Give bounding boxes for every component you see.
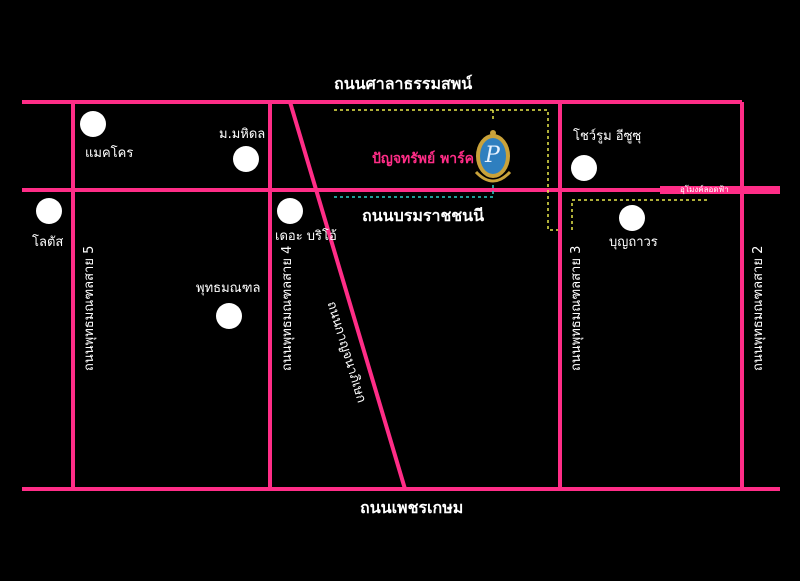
lotus-marker	[36, 198, 62, 224]
road-v5-label: ถนนพุทธมณฑลสาย 5	[82, 245, 97, 371]
road-v4-label: ถนนพุทธมณฑลสาย 4	[280, 245, 295, 371]
phutthamonthon-label: พุทธมณฑล	[196, 281, 261, 296]
road-v2-label: ถนนพุทธมณฑลสาย 2	[751, 245, 766, 371]
makro-marker	[80, 111, 106, 137]
bunthavorn-label: บุญถาวร	[609, 235, 658, 250]
project-logo-letter: P	[485, 143, 500, 168]
makro-label: แมคโคร	[85, 146, 134, 161]
road-v3-label: ถนนพุทธมณฑลสาย 3	[569, 245, 584, 371]
bunthavorn-marker	[619, 205, 645, 231]
road-middle-label: ถนนบรมราชชนนี	[362, 206, 485, 225]
showroom-marker	[571, 155, 597, 181]
mahidol-label: ม.มหิดล	[219, 127, 266, 142]
road-bottom-label: ถนนเพชรเกษม	[360, 498, 464, 517]
skytrain-label: อุโมงค์ลอดฟ้า	[680, 185, 729, 194]
the-bright-marker	[277, 198, 303, 224]
road-top-label: ถนนศาลาธรรมสพน์	[334, 74, 473, 93]
mahidol-marker	[233, 146, 259, 172]
project-name: ปัญจทรัพย์ พาร์ค	[372, 151, 475, 167]
route-teal	[334, 184, 494, 198]
project-logo-icon[interactable]	[474, 130, 512, 183]
showroom-label: โชว์รูม อีซูซุ	[573, 129, 642, 144]
skytrain-band	[660, 186, 780, 194]
road-diagonal-line	[288, 101, 407, 490]
route-yellow-right	[571, 199, 710, 230]
route-yellow-top	[334, 109, 558, 231]
lotus-label: โลตัส	[32, 235, 64, 250]
the-bright-label: เดอะ บริโอ้	[275, 229, 337, 244]
phutthamonthon-marker	[216, 303, 242, 329]
